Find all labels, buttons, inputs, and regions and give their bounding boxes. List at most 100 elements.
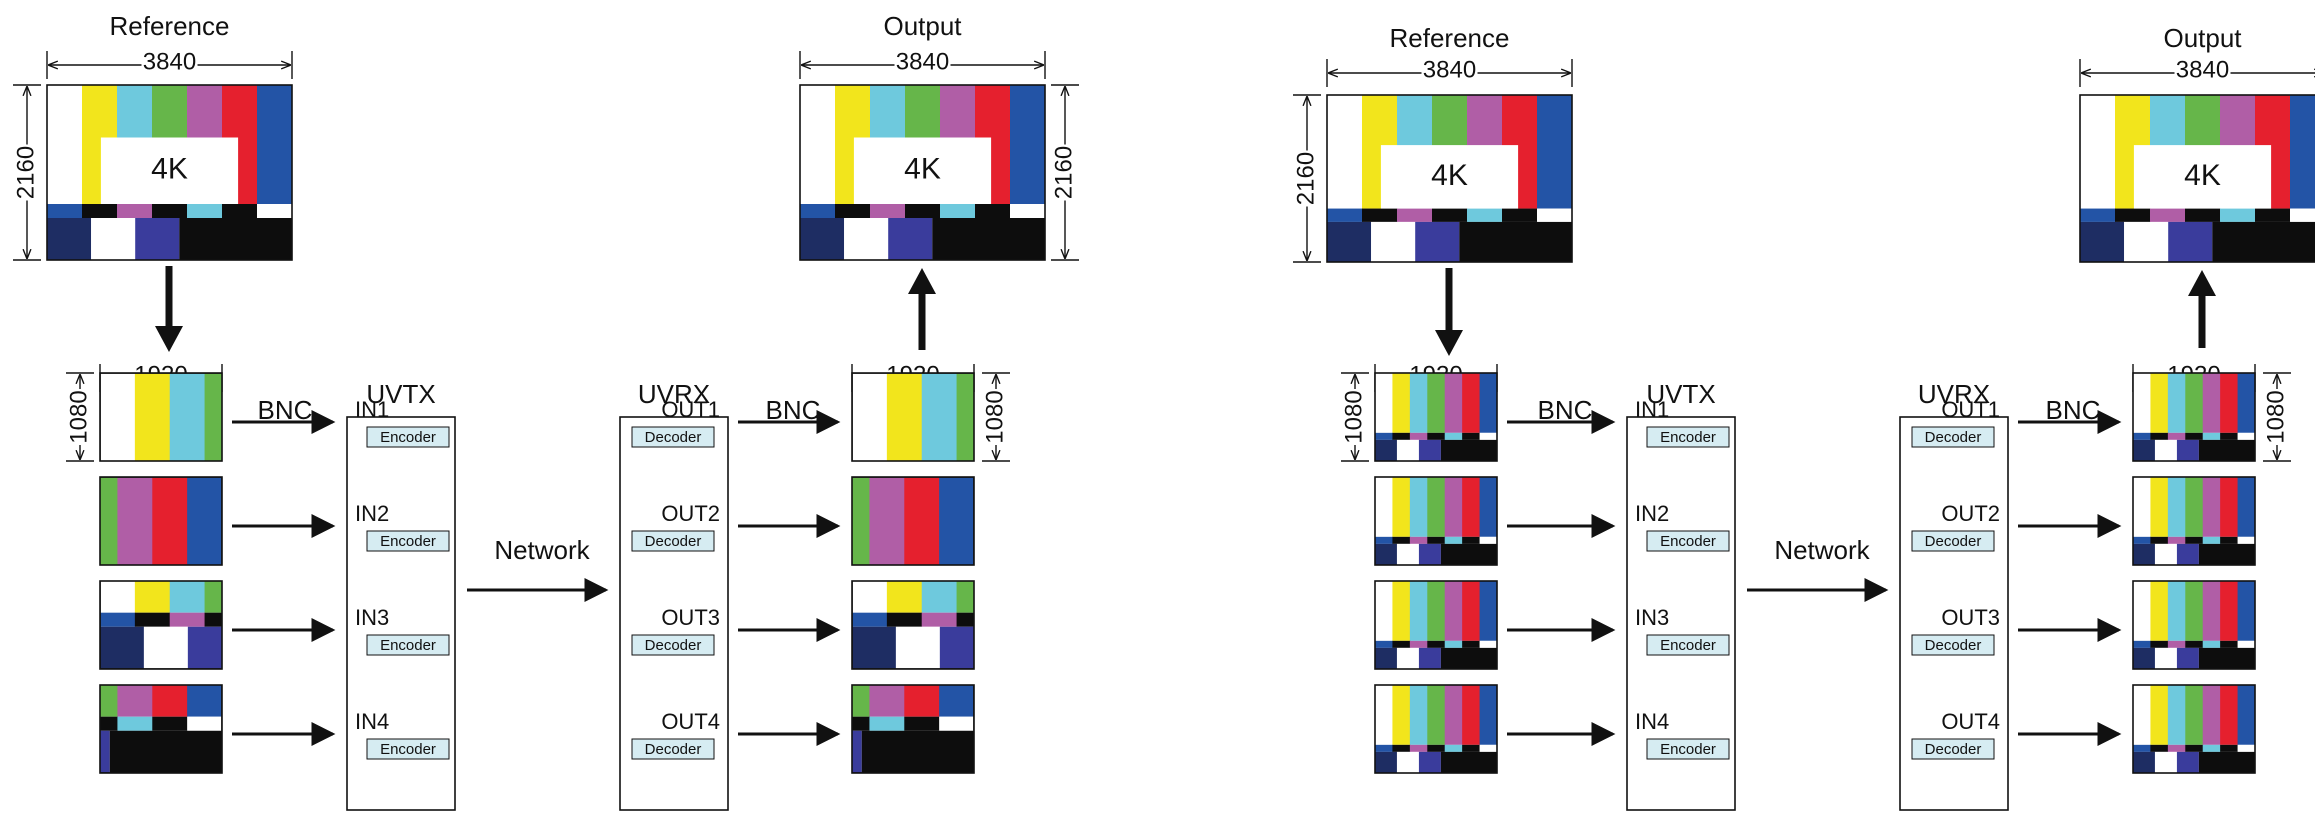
output-image-mid-black [975, 204, 1011, 218]
output-image-pluge-black [2212, 221, 2315, 262]
input-tile-3-pluge-white [1396, 647, 1419, 669]
decoder-label-2: Decoder [645, 533, 702, 550]
input-tile-4-0-pattern-pluge-white [22, 731, 66, 773]
output-tile-3-bar-white [2133, 581, 2151, 641]
encoder-module-2 [366, 530, 450, 552]
input-tile-2-pluge-white [1396, 543, 1419, 565]
output-tile-3-bar-cyan [2167, 581, 2186, 641]
input-tile-2-bar-red [1462, 477, 1481, 537]
output-tile-4-bar-yellow [2150, 685, 2169, 745]
output-hd-height-dim-label: 1080 [981, 390, 1008, 443]
output-image-pluge-navy [800, 218, 845, 260]
input-tile-3-mid-black [1427, 640, 1446, 648]
output-tile-1-bar-cyan [2167, 373, 2186, 433]
output-image-bar-blue [1010, 85, 1046, 204]
output-tile-2-0-pattern-bar-yellow [765, 477, 800, 597]
output-tile-2-0-pattern-mid-magenta [800, 597, 835, 611]
reference-image-frame [1326, 94, 1573, 263]
input-tile-1-bar-blue [1479, 373, 1498, 433]
uvrx-port-out3: OUT3 [661, 605, 720, 630]
output-image-frame [2079, 94, 2315, 263]
reference-down-arrow-shaft [1445, 268, 1453, 334]
input-tile-3-0-pattern-pluge-purple [187, 626, 222, 669]
input-tile-3-mid-black [1392, 640, 1411, 648]
input-tile-2-0-pattern-bar-magenta [117, 477, 153, 565]
input-tile-2-bar-blue [1479, 477, 1498, 537]
uvtx-port-in4: IN4 [355, 709, 389, 734]
input-tile-1-0-pattern-mid-cyan [239, 493, 274, 507]
reference-image-mid-black [1502, 208, 1538, 222]
reference-image-mid-black [1432, 208, 1468, 222]
output-tile-4-mid-magenta [2167, 744, 2186, 752]
input-tile-4-mid-black [1462, 744, 1481, 752]
output-tile-3-0-pattern-pluge-white [895, 626, 940, 669]
output-tile-4-0-pattern-bar-magenta [869, 685, 905, 717]
output-tile-1-0-pattern-bar-red [1026, 373, 1061, 493]
reference-height-dim-label-bg [13, 144, 41, 201]
input-tile-4-0-pattern-mid-white [187, 716, 222, 731]
output-image-mid-white [1010, 204, 1046, 218]
input-tile-1-pluge-navy [1375, 439, 1397, 461]
output-tile-2-bar-yellow [2150, 477, 2169, 537]
output-tile-2-pluge-black [2198, 543, 2255, 565]
output-title: Output [2163, 23, 2242, 53]
input-tile-1-mid-blue [1375, 432, 1393, 440]
output-tile-4-0-pattern-pluge-white [774, 731, 818, 773]
output-tile-2-mid-black [2185, 536, 2204, 544]
output-tile-4-0-content [730, 597, 974, 773]
reference-image-pluge-purple [135, 218, 180, 260]
input-tile-1-mid-black [1427, 432, 1446, 440]
input-tile-4-0-pattern-pluge-purple [100, 730, 110, 773]
output-image-pluge-navy [2080, 221, 2125, 262]
reference-image-mid-blue [47, 204, 83, 218]
uvrx-port-out3: OUT3 [1941, 605, 2000, 630]
output-tile-3-0-pattern-bar-magenta [991, 493, 1026, 613]
output-tile-4-0-pattern-mid-black [765, 717, 800, 731]
output-tile-2-0-content [765, 477, 974, 611]
output-tile-4-mid-black [2185, 744, 2204, 752]
output-image-4k-label: 4K [904, 153, 941, 186]
output-image-4k-box [853, 137, 992, 204]
output-image-mid-black [2115, 208, 2151, 222]
output-tile-3-0-pattern-bar-cyan [921, 581, 958, 613]
input-tile-4-0-pattern-bar-green [100, 685, 118, 717]
output-tile-3-pluge-navy [2133, 647, 2155, 669]
output-tile-3-mid-blue [2133, 640, 2151, 648]
uvtx-port-in1: IN1 [1635, 397, 1669, 422]
output-tile-3-0-pattern-mid-black [886, 612, 923, 627]
output-width-dim-label-bg [894, 51, 951, 77]
encoder-label-3: Encoder [1660, 637, 1716, 654]
uvrx-title: UVRX [638, 379, 710, 409]
output-tile-4-0-pattern-mid-black [904, 716, 940, 731]
input-tile-3-0-pattern-bar-magenta [239, 493, 274, 613]
output-tile-1-0-pattern-mid-black [1026, 493, 1061, 507]
output-image-4k-box [2133, 145, 2272, 209]
output-tile-1-0-content [852, 373, 1096, 507]
input-tile-4-0-pattern-bar-red [152, 685, 188, 717]
output-tile-4-0-pattern-pluge-black [861, 730, 974, 773]
reference-image-4k-label: 4K [1431, 159, 1468, 192]
reference-image-mid-magenta [1397, 208, 1433, 222]
input-tile-2-bar-white [1375, 477, 1393, 537]
output-tile-1-0-pattern-bar-blue [1061, 373, 1096, 493]
output-tile-4-0-pattern-pluge-purple [852, 730, 862, 773]
input-tile-1-0-pattern-mid-black [274, 493, 309, 507]
input-tile-1-bar-yellow [1392, 373, 1411, 433]
output-tile-4-bar-green [2185, 685, 2204, 745]
output-up-arrow-shaft [918, 290, 926, 350]
output-tile-3-mid-black [2185, 640, 2204, 648]
input-tile-2-mid-blue [1375, 536, 1393, 544]
output-tile-3-mid-cyan [2202, 640, 2221, 648]
output-tile-4-0-pattern-bar-white [730, 597, 765, 717]
uvrx-port-out1: OUT1 [661, 397, 720, 422]
input-tile-4-mid-blue [1375, 744, 1393, 752]
reference-image-frame [46, 84, 293, 261]
input-tile-1-0-pattern-bar-blue [309, 373, 344, 493]
output-tile-2-0-pattern-bar-cyan [800, 477, 835, 597]
output-tile-3-pluge-black [2198, 647, 2255, 669]
input-tile-1-0-pattern-mid-white [309, 493, 344, 507]
encoder-module-4 [366, 738, 450, 760]
uvtx-title: UVTX [366, 379, 435, 409]
reference-width-dim-label-bg [141, 51, 198, 77]
output-tile-1-pluge-white [2154, 439, 2177, 461]
